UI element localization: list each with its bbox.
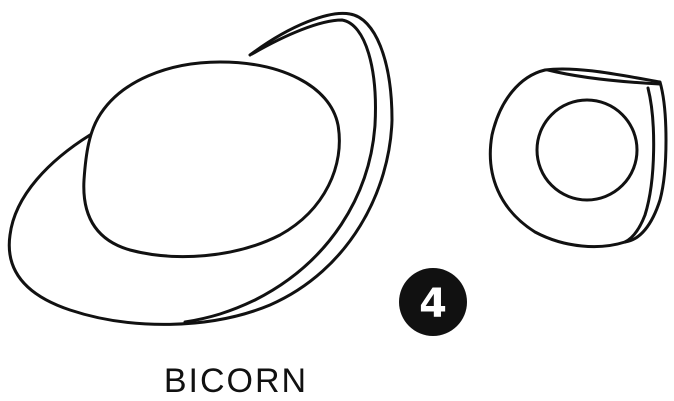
side-view-outer [488, 67, 668, 249]
step-number-text: 4 [419, 281, 447, 327]
side-view-back-edge [623, 86, 656, 244]
figure-caption: BICORN [164, 362, 308, 400]
side-view-inner-circle [535, 98, 639, 202]
side-view-top-fold [546, 68, 662, 86]
bicorn-outer-brim [7, 11, 394, 326]
bicorn-inner-brim [183, 18, 377, 324]
bicorn-crown [82, 60, 341, 259]
step-number-badge: 4 [399, 268, 467, 336]
badge-circle [399, 268, 467, 336]
